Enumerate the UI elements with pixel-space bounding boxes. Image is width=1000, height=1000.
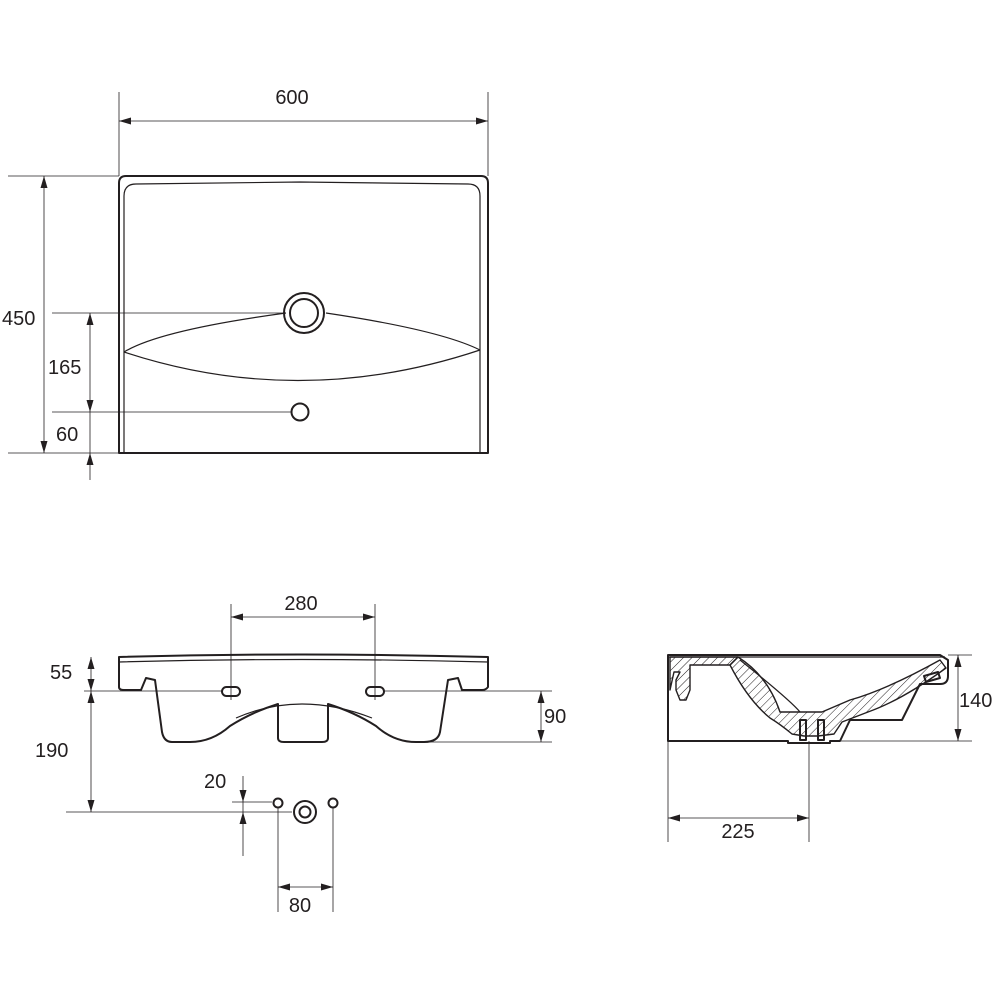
arrowhead: [278, 883, 290, 891]
arrowhead: [87, 679, 95, 691]
arrowhead: [797, 814, 809, 822]
dim-60-label: 60: [56, 424, 78, 446]
dim-225-label: 225: [721, 821, 754, 843]
dim-140-label: 140: [959, 690, 992, 712]
basin-outer-outline: [118, 175, 489, 454]
fixing-hole-left: [272, 797, 284, 809]
arrowhead: [86, 313, 94, 325]
front-body-outline: [118, 653, 489, 743]
arrowhead: [86, 453, 94, 465]
arrowhead: [119, 117, 131, 125]
basin-inner-rim: [123, 181, 481, 452]
side-outline: [667, 654, 949, 744]
dim-450-label: 450: [2, 308, 35, 330]
side-waste-outlet: [799, 719, 825, 741]
side-bowl-curve: [739, 659, 801, 713]
arrowhead: [87, 691, 95, 703]
dim-20-label: 20: [204, 771, 226, 793]
fixing-hole-right: [327, 797, 339, 809]
arrowhead: [668, 814, 680, 822]
waste-outlet-inner: [298, 805, 312, 819]
arrowhead: [363, 613, 375, 621]
arrowhead: [321, 883, 333, 891]
waste-outlet-outer: [293, 800, 317, 824]
dim-190-label: 190: [35, 740, 68, 762]
tap-hole-inner: [289, 298, 319, 328]
side-section-view: 140 225: [667, 654, 992, 843]
arrowhead: [537, 691, 545, 703]
top-view: 600 450 165 60: [2, 87, 489, 480]
dim-600-label: 600: [275, 87, 308, 109]
dim-165-label: 165: [48, 357, 81, 379]
dim-90-label: 90: [544, 706, 566, 728]
overflow-hole: [290, 402, 310, 422]
arrowhead: [537, 730, 545, 742]
bowl-front-curve: [123, 349, 481, 382]
front-inner-arch: [235, 703, 373, 719]
arrowhead: [40, 176, 48, 188]
side-bowl-section: [729, 656, 947, 737]
deck-edge-curve: [123, 312, 287, 353]
side-overflow-slot: [923, 671, 941, 683]
arrowhead: [86, 400, 94, 412]
arrowhead: [954, 729, 962, 741]
side-back-wall-section: [669, 656, 739, 701]
front-view: 280 55 190 90 20: [35, 593, 566, 917]
arrowhead: [87, 800, 95, 812]
dim-280-label: 280: [284, 593, 317, 615]
arrowhead: [40, 441, 48, 453]
deck-edge-curve-right: [325, 312, 481, 351]
arrowhead: [954, 655, 962, 667]
arrowhead: [87, 657, 95, 669]
arrowhead: [476, 117, 488, 125]
dim-80-label: 80: [289, 895, 311, 917]
arrowhead: [239, 812, 247, 824]
arrowhead: [239, 790, 247, 802]
dim-55-label: 55: [50, 662, 72, 684]
front-rim-line: [118, 658, 489, 663]
arrowhead: [231, 613, 243, 621]
